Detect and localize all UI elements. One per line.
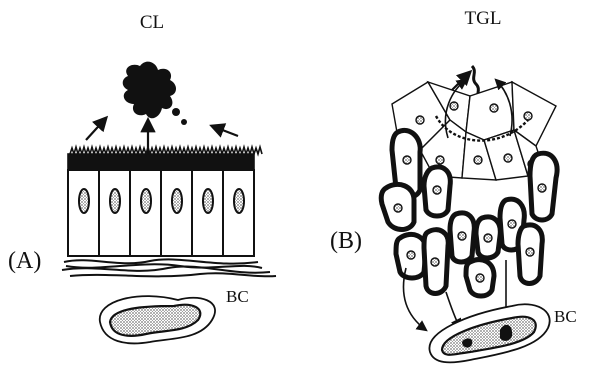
secretion-speck <box>172 108 180 116</box>
secretion-arrow-right <box>212 126 238 136</box>
panel-b-vessel-label: BC <box>554 307 577 326</box>
secretion-arrow-left <box>86 118 106 140</box>
panel-a-vessel-label: BC <box>226 287 249 306</box>
blood-capillary-a <box>100 296 215 343</box>
panel-a-title: CL <box>140 12 164 33</box>
panel-b: TGL <box>330 8 577 362</box>
basal-lamina <box>62 259 276 276</box>
blood-capillary-b <box>429 304 549 362</box>
brush-border <box>68 147 262 170</box>
secretion-arrow-b <box>452 72 470 90</box>
panel-a-letter: (A) <box>8 248 41 274</box>
secretion-blob <box>123 62 176 119</box>
secretion-speck <box>181 119 187 125</box>
panel-b-letter: (B) <box>330 228 362 254</box>
panel-b-title: TGL <box>465 8 502 29</box>
panel-a: CL <box>8 12 276 343</box>
capillary-secretion <box>500 325 512 341</box>
columnar-cells <box>68 170 254 256</box>
